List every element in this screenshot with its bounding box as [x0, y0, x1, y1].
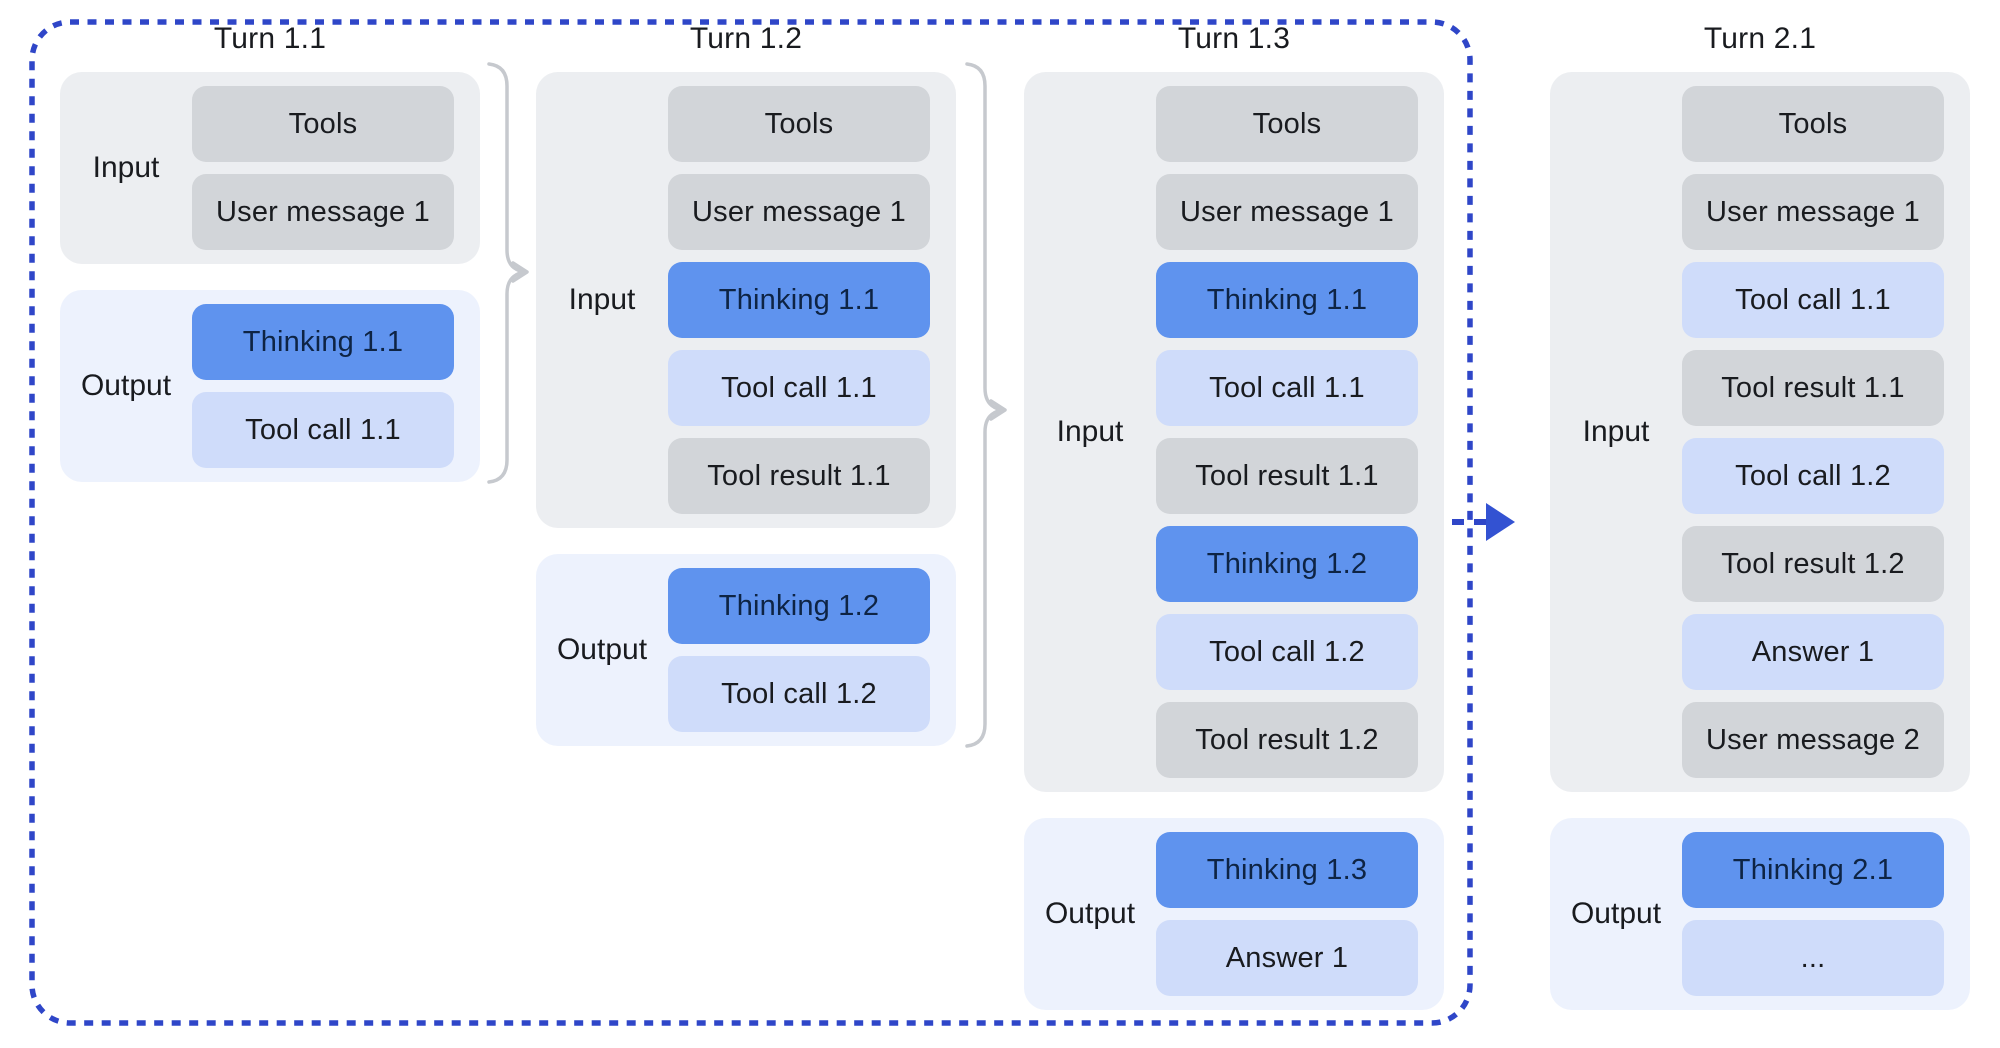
chip-tools: Tools: [192, 86, 454, 162]
input-label: Input: [1582, 415, 1650, 448]
chip-ellipsis: ...: [1682, 920, 1944, 996]
output-group: Output Thinking 2.1...: [1550, 818, 1970, 1010]
chip-tool-result-1-1: Tool result 1.1: [1682, 350, 1944, 426]
arrow-head: [1486, 503, 1515, 541]
chip-tools: Tools: [1682, 86, 1944, 162]
arrow-dash-tail: [1452, 519, 1486, 525]
chip-tool-call-1-2: Tool call 1.2: [1682, 438, 1944, 514]
brace-arrow-icon: [965, 62, 1007, 748]
chip-tool-call-1-2: Tool call 1.2: [668, 656, 930, 732]
brace-arrow-icon: [487, 62, 529, 484]
chip-thinking-1-2: Thinking 1.2: [1156, 526, 1418, 602]
chip-tool-result-1-1: Tool result 1.1: [1156, 438, 1418, 514]
output-label: Output: [80, 369, 172, 402]
chip-tools: Tools: [1156, 86, 1418, 162]
turn-title: Turn 2.1: [1703, 22, 1817, 55]
chip-tool-result-1-2: Tool result 1.2: [1682, 526, 1944, 602]
chip-tool-call-1-1: Tool call 1.1: [1682, 262, 1944, 338]
chip-tools: Tools: [668, 86, 930, 162]
chip-answer-1: Answer 1: [1156, 920, 1418, 996]
chip-thinking-2-1: Thinking 2.1: [1682, 832, 1944, 908]
input-label: Input: [1056, 415, 1124, 448]
output-label: Output: [1570, 897, 1662, 930]
chip-tool-result-1-1: Tool result 1.1: [668, 438, 930, 514]
turn-title: Turn 1.2: [689, 22, 803, 55]
chip-tool-call-1-2: Tool call 1.2: [1156, 614, 1418, 690]
chip-tool-result-1-2: Tool result 1.2: [1156, 702, 1418, 778]
chip-tool-call-1-1: Tool call 1.1: [1156, 350, 1418, 426]
turn-title: Turn 1.1: [213, 22, 327, 55]
chip-tool-call-1-1: Tool call 1.1: [192, 392, 454, 468]
chip-tool-call-1-1: Tool call 1.1: [668, 350, 930, 426]
output-label: Output: [1044, 897, 1136, 930]
input-label: Input: [568, 283, 636, 316]
input-label: Input: [92, 151, 160, 184]
chip-thinking-1-1: Thinking 1.1: [1156, 262, 1418, 338]
output-label: Output: [556, 633, 648, 666]
chip-user-message-1: User message 1: [192, 174, 454, 250]
chip-thinking-1-1: Thinking 1.1: [668, 262, 930, 338]
chip-thinking-1-2: Thinking 1.2: [668, 568, 930, 644]
chip-user-message-2: User message 2: [1682, 702, 1944, 778]
chip-user-message-1: User message 1: [1156, 174, 1418, 250]
chip-answer-1: Answer 1: [1682, 614, 1944, 690]
chip-thinking-1-1: Thinking 1.1: [192, 304, 454, 380]
chip-user-message-1: User message 1: [1682, 174, 1944, 250]
chip-thinking-1-3: Thinking 1.3: [1156, 832, 1418, 908]
turn-title: Turn 1.3: [1177, 22, 1291, 55]
chip-user-message-1: User message 1: [668, 174, 930, 250]
